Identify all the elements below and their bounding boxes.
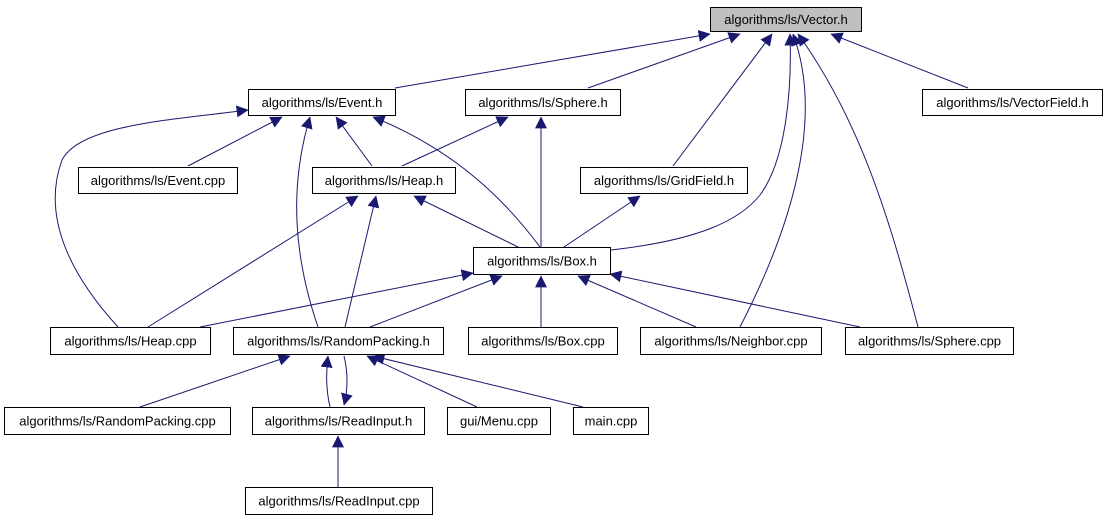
node-box — [248, 89, 396, 116]
edge-heap_h-to-event_h — [335, 116, 373, 167]
node-heap-cpp[interactable]: algorithms/ls/Heap.cpp — [50, 327, 211, 355]
node-sphere-cpp[interactable]: algorithms/ls/Sphere.cpp — [845, 327, 1014, 355]
node-randompacking-cpp[interactable]: algorithms/ls/RandomPacking.cpp — [4, 407, 231, 435]
node-label: algorithms/ls/RandomPacking.cpp — [19, 414, 216, 429]
edge-event_h-to-vector_h — [394, 30, 711, 89]
node-label: algorithms/ls/RandomPacking.h — [247, 334, 430, 349]
edge-randompacking_cpp-to-randompacking_h — [139, 353, 291, 408]
node-box — [312, 167, 456, 194]
edge-vectorfield_h-to-vector_h — [830, 32, 969, 89]
node-sphere-h[interactable]: algorithms/ls/Sphere.h — [465, 89, 621, 116]
node-label: algorithms/ls/Heap.cpp — [64, 334, 196, 349]
edge-sphere_h-to-vector_h — [587, 32, 741, 89]
node-box — [845, 327, 1014, 355]
node-box — [233, 327, 444, 355]
node-label: algorithms/ls/Neighbor.cpp — [654, 334, 807, 349]
edge-heap_cpp-to-event_h — [54, 105, 249, 328]
node-gridfield-h[interactable]: algorithms/ls/GridField.h — [580, 167, 748, 194]
node-box — [640, 327, 822, 355]
node-layer: algorithms/ls/Vector.h algorithms/ls/Even… — [4, 7, 1103, 515]
node-readinput-h[interactable]: algorithms/ls/ReadInput.h — [252, 407, 425, 435]
node-box — [468, 327, 618, 355]
node-label: algorithms/ls/ReadInput.cpp — [258, 494, 419, 509]
edge-box_h-to-event_h — [372, 115, 541, 248]
edge-neighbor_cpp-to-vector_h — [739, 33, 806, 328]
edge-randompacking_h-to-readinput_h — [341, 355, 353, 406]
edge-sphere_cpp-to-box_h — [609, 270, 861, 328]
edge-randompacking_h-to-box_h — [369, 274, 503, 328]
edge-neighbor_cpp-to-box_h — [577, 275, 697, 328]
node-box — [447, 407, 551, 435]
node-readinput-cpp[interactable]: algorithms/ls/ReadInput.cpp — [245, 487, 433, 515]
node-vectorfield-h[interactable]: algorithms/ls/VectorField.h — [922, 89, 1103, 116]
edge-randompacking_h-to-heap_h — [344, 195, 380, 328]
node-label: algorithms/ls/Box.cpp — [481, 334, 605, 349]
edge-layer — [54, 30, 969, 487]
edge-box_h-to-heap_h — [413, 195, 519, 248]
edge-heap_h-to-sphere_h — [401, 116, 509, 167]
node-label: main.cpp — [585, 414, 638, 429]
node-label: algorithms/ls/VectorField.h — [936, 95, 1088, 110]
node-label: algorithms/ls/Heap.h — [325, 173, 444, 188]
node-box — [465, 89, 621, 116]
node-event-cpp[interactable]: algorithms/ls/Event.cpp — [78, 167, 238, 194]
node-box — [4, 407, 231, 435]
node-label: algorithms/ls/Sphere.cpp — [858, 334, 1001, 349]
node-box — [78, 167, 238, 194]
edge-box_h-to-vector_h — [610, 33, 797, 251]
node-vector-h[interactable]: algorithms/ls/Vector.h — [710, 7, 862, 32]
node-box-h[interactable]: algorithms/ls/Box.h — [473, 247, 611, 275]
edge-randompacking_h-to-event_h — [296, 116, 319, 328]
edge-heap_cpp-to-heap_h — [147, 195, 359, 328]
edge-gridfield_h-to-vector_h — [672, 33, 773, 167]
node-label: algorithms/ls/ReadInput.h — [265, 414, 412, 429]
node-box — [922, 89, 1103, 116]
edge-box_h-to-gridfield_h — [563, 195, 641, 248]
node-box — [50, 327, 211, 355]
node-box — [473, 247, 611, 275]
node-box-cpp[interactable]: algorithms/ls/Box.cpp — [468, 327, 618, 355]
node-label: algorithms/ls/Vector.h — [724, 12, 848, 27]
node-label: algorithms/ls/Sphere.h — [478, 95, 607, 110]
node-neighbor-cpp[interactable]: algorithms/ls/Neighbor.cpp — [640, 327, 822, 355]
node-label: algorithms/ls/GridField.h — [594, 173, 734, 188]
edge-event_cpp-to-event_h — [187, 116, 283, 167]
node-menu-cpp[interactable]: gui/Menu.cpp — [447, 407, 551, 435]
node-label: algorithms/ls/Box.h — [487, 254, 597, 269]
node-randompacking-h[interactable]: algorithms/ls/RandomPacking.h — [233, 327, 444, 355]
node-box — [710, 7, 862, 32]
edge-heap_cpp-to-box_h — [199, 269, 474, 328]
node-box — [252, 407, 425, 435]
node-box — [573, 407, 649, 435]
node-label: algorithms/ls/Event.h — [262, 95, 383, 110]
node-box — [580, 167, 748, 194]
node-label: gui/Menu.cpp — [460, 414, 538, 429]
edge-readinput_h-to-randompacking_h — [320, 355, 333, 408]
edge-main_cpp-to-randompacking_h — [372, 352, 584, 408]
node-main-cpp[interactable]: main.cpp — [573, 407, 649, 435]
edge-sphere_cpp-to-vector_h — [797, 33, 919, 328]
node-heap-h[interactable]: algorithms/ls/Heap.h — [312, 167, 456, 194]
edge-menu_cpp-to-randompacking_h — [366, 355, 478, 408]
node-box — [245, 487, 433, 515]
node-label: algorithms/ls/Event.cpp — [91, 173, 225, 188]
node-event-h[interactable]: algorithms/ls/Event.h — [248, 89, 396, 116]
